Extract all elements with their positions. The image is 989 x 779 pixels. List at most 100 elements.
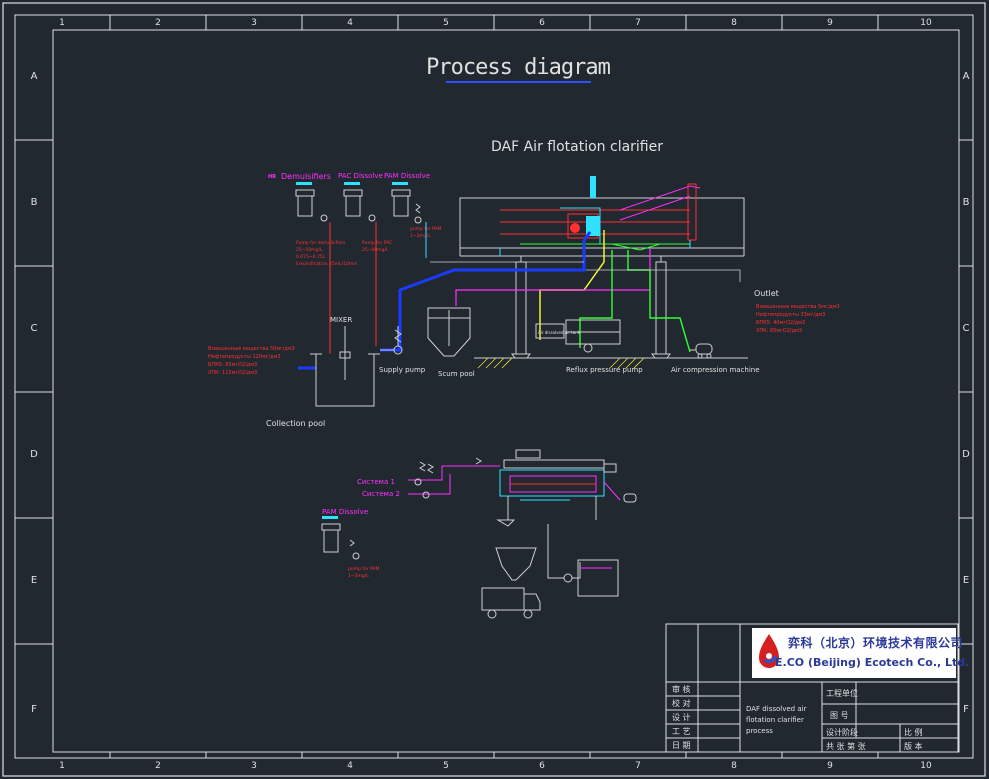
pac-label: PAC Dissolve (338, 172, 383, 180)
filter-press (496, 449, 637, 527)
grid-ticks (15, 15, 973, 758)
title-block-role: 设 计 (672, 712, 691, 722)
pac-pump-note: Pump for PAC (362, 240, 392, 246)
field-drawing-no: 图 号 (830, 711, 849, 720)
supply-pump-label: Supply pump (379, 366, 426, 374)
column-label: 5 (443, 18, 449, 28)
scum-pool (427, 307, 471, 357)
column-label: 2 (155, 18, 161, 28)
subtitle: DAF Air flotation clarifier (491, 139, 663, 155)
demulsifier-pump-note: Pump for demulsifiers (296, 240, 346, 246)
column-label: 7 (635, 18, 641, 28)
field-unit: 工程单位 (826, 688, 858, 698)
lower-pam-unit (321, 523, 360, 560)
outlet-label: Outlet (754, 289, 779, 298)
row-label: E (963, 575, 969, 586)
drawing-frame (52, 29, 960, 753)
row-label: B (31, 197, 38, 208)
column-label: 10 (920, 18, 932, 28)
outlet-spec: Взвешенные вещества 5мг/дм3Нефтепродукты… (756, 304, 840, 334)
row-label: A (31, 71, 38, 82)
demulsifier-pump-note: 0.075~0.75L (296, 254, 326, 260)
green-line (579, 250, 691, 353)
dosing-units (295, 189, 422, 224)
title-block-role: 审 核 (672, 684, 691, 694)
reflux-pump-label: Reflux pressure pump (566, 366, 643, 374)
field-scale: 比 例 (904, 727, 923, 737)
column-label: 9 (827, 18, 833, 28)
mixer-label: MIXER (330, 316, 352, 324)
column-label: 1 (59, 18, 65, 28)
inlet-spec-line: Взвешенные вещества 50мг/дм3 (208, 346, 295, 352)
title-block-role: 校 对 (672, 698, 691, 708)
title-block-role: 日 期 (672, 741, 691, 750)
outlet-spec-line: Взвешенные вещества 5мг/дм3 (756, 304, 840, 310)
demulsifier-pump-note: 25~50mg/L (296, 247, 323, 253)
column-label: 1 (59, 761, 65, 771)
field-stage: 设计阶段 (826, 727, 858, 737)
column-label: 6 (539, 761, 545, 771)
supply-pump-icon (380, 326, 403, 355)
row-label: A (963, 71, 970, 82)
diagram-title: Process diagram (426, 55, 610, 80)
column-label: 2 (155, 761, 161, 771)
scum-line (455, 248, 651, 306)
reflux-pump-icon (583, 343, 593, 353)
row-label: D (30, 449, 38, 460)
demulsifier-label: Demulsifiers (281, 172, 331, 181)
title-block-role: 工 艺 (672, 727, 691, 736)
company-name-en: E.CO (Beijing) Ecotech Co., Ltd. (775, 656, 970, 669)
truck-icon (481, 587, 541, 619)
outlet-spec-line: Нефтепродукты 33мг/дм3 (756, 312, 825, 318)
inlet-spec: Взвешенные вещества 50мг/дм3Нефтепродукт… (208, 346, 295, 376)
lower-valves (414, 457, 482, 499)
system2-label: Система 2 (362, 490, 400, 498)
misc-lines (430, 261, 741, 282)
field-sheets: 共 张 第 张 (826, 741, 866, 751)
pam-tank-cap (322, 516, 338, 519)
row-label: E (31, 575, 37, 586)
inlet-spec-line: Нефтепродукты 120мг/дм3 (208, 354, 281, 360)
column-label: 8 (731, 761, 737, 771)
demulsifier-prefix: HR (268, 174, 276, 180)
row-label: B (963, 197, 970, 208)
dosing-tank-cap (296, 182, 312, 185)
drawing-name-line: DAF dissolved air (746, 705, 807, 713)
column-label: 3 (251, 18, 257, 28)
title-block (665, 623, 959, 753)
dissolved-air-tank (535, 319, 621, 345)
company-logo-icon (759, 634, 779, 668)
pam-pump-note: 1~3mg/L (410, 233, 431, 239)
pam-label: PAM Dissolve (384, 172, 430, 180)
lower-pam-note-line: pump for PAM (348, 566, 380, 572)
column-label: 4 (347, 18, 353, 28)
demulsifier-pump-note: Emulsification 25mL/10min (296, 261, 358, 267)
lower-pam-label: PAM Dissolve (322, 508, 368, 516)
outlet-spec-line: ХПК: 85мгО2/дм3 (756, 328, 802, 334)
column-label: 10 (920, 761, 932, 771)
column-label: 8 (731, 18, 737, 28)
collection-pool-label: Collection pool (266, 419, 325, 428)
outlet-spec-line: БПК5: 40мгО2/дм3 (756, 320, 805, 326)
row-label: F (31, 704, 37, 715)
drawing-name-line: flotation clarifier (746, 716, 804, 724)
air-compressor-icon (690, 343, 713, 359)
inlet-spec-line: БПК5: 85мгО2/дм3 (208, 362, 257, 368)
air-compressor-label: Air compression machine (671, 366, 760, 374)
column-label: 4 (347, 761, 353, 771)
column-label: 9 (827, 761, 833, 771)
scum-pool-label: Scum pool (438, 370, 475, 378)
column-label: 3 (251, 761, 257, 771)
sludge-tank (547, 524, 619, 597)
title-block-roles: 审 核校 对设 计工 艺日 期 (672, 684, 691, 750)
row-label: F (963, 704, 969, 715)
daf-tank (459, 176, 745, 257)
system1-label: Система 1 (357, 478, 395, 486)
